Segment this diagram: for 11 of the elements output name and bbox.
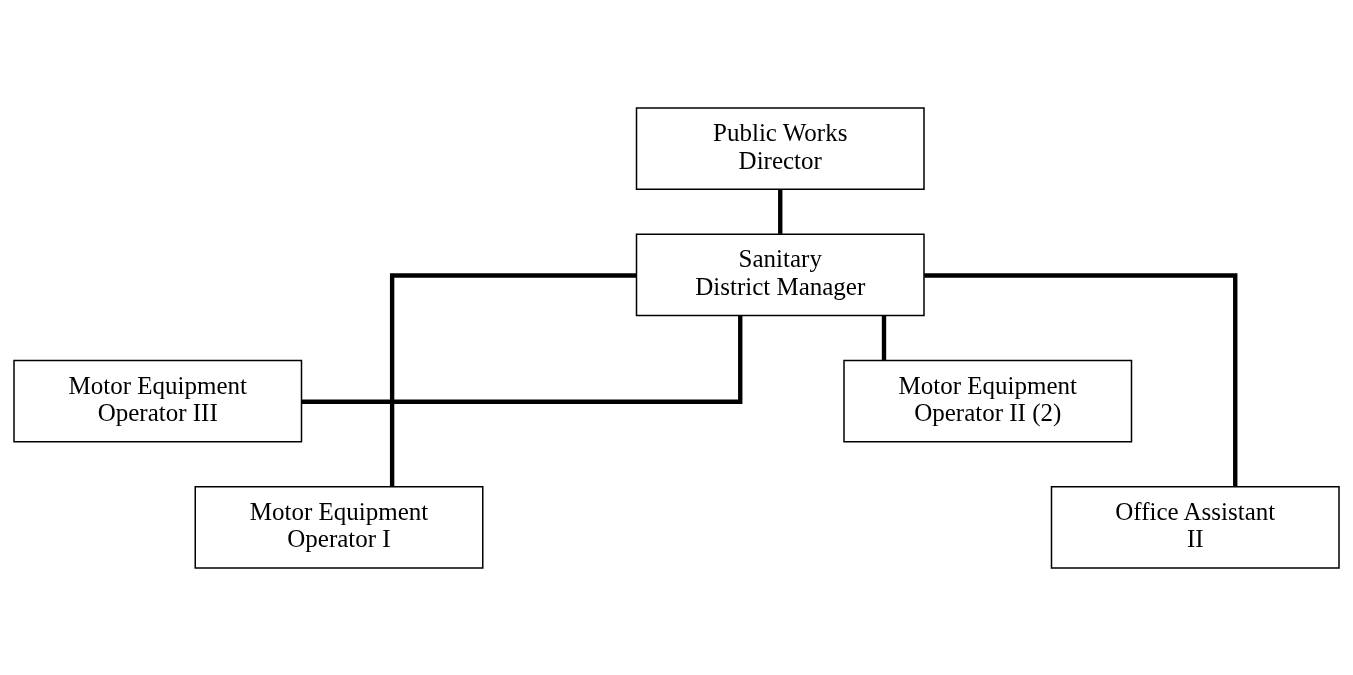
- connector: [881, 315, 887, 360]
- node-box: Public Works Director: [635, 106, 925, 190]
- node-box: Motor Equipment Operator I: [194, 485, 484, 569]
- node-box: Motor Equipment Operator III: [13, 359, 303, 442]
- connector: [301, 315, 743, 404]
- node-box: Motor Equipment Operator II (2): [843, 359, 1133, 442]
- node-box: Sanitary District Manager: [635, 233, 925, 316]
- connector: [924, 272, 1238, 486]
- connector: [778, 188, 783, 234]
- connector: [389, 272, 637, 486]
- node-box: Office Assistant II: [1050, 485, 1340, 569]
